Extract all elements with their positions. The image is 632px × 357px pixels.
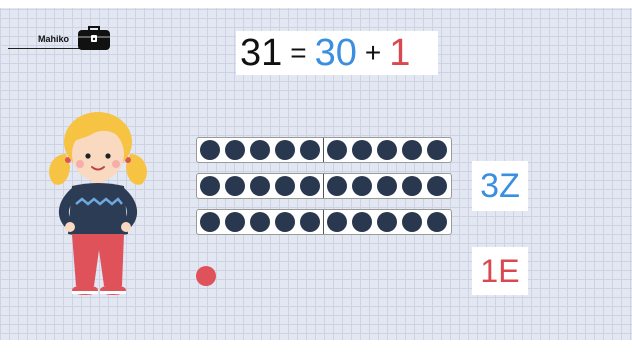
counter-dot bbox=[250, 140, 270, 160]
counter-dot bbox=[327, 140, 347, 160]
ten-frame-row bbox=[196, 173, 452, 199]
plus-sign: + bbox=[365, 31, 381, 75]
equals-sign: = bbox=[290, 31, 306, 75]
counter-dot bbox=[427, 212, 447, 232]
counter-dot bbox=[377, 140, 397, 160]
counter-dot bbox=[200, 176, 220, 196]
counter-dot bbox=[300, 212, 320, 232]
ten-frame-row bbox=[196, 137, 452, 163]
top-margin bbox=[0, 0, 632, 8]
counter-dot bbox=[225, 176, 245, 196]
counter-dot bbox=[250, 176, 270, 196]
counter-dot bbox=[275, 212, 295, 232]
counter-dot bbox=[402, 140, 422, 160]
counter-dot bbox=[300, 176, 320, 196]
ones-card: 1E bbox=[472, 247, 528, 295]
counter-dot bbox=[200, 140, 220, 160]
frame-divider bbox=[323, 210, 324, 234]
counter-dot bbox=[352, 176, 372, 196]
counter-dot bbox=[402, 212, 422, 232]
brand-name: Mahiko bbox=[38, 34, 69, 44]
counter-dot bbox=[377, 212, 397, 232]
counter-dot bbox=[402, 176, 422, 196]
counter-dot bbox=[427, 176, 447, 196]
equation-card: 31 = 30 + 1 bbox=[236, 31, 438, 75]
ten-frame-row bbox=[196, 209, 452, 235]
counter-dot bbox=[275, 140, 295, 160]
brand-logo: Mahiko bbox=[8, 24, 118, 50]
counter-dot bbox=[352, 212, 372, 232]
counter-dot bbox=[327, 212, 347, 232]
counter-dot bbox=[225, 212, 245, 232]
bottom-margin bbox=[0, 340, 632, 357]
equation-tens: 30 bbox=[315, 31, 357, 75]
counter-dot bbox=[200, 212, 220, 232]
frame-divider bbox=[323, 174, 324, 198]
counter-dot bbox=[250, 212, 270, 232]
single-counter-dot bbox=[196, 266, 216, 286]
counter-dot bbox=[275, 176, 295, 196]
counter-dot bbox=[300, 140, 320, 160]
counter-dot bbox=[225, 140, 245, 160]
counter-dot bbox=[377, 176, 397, 196]
toolbox-icon bbox=[76, 24, 112, 52]
girl-illustration bbox=[36, 104, 160, 300]
tens-card: 3Z bbox=[472, 161, 528, 211]
frame-divider bbox=[323, 138, 324, 162]
counter-dot bbox=[427, 140, 447, 160]
equation-total: 31 bbox=[240, 31, 282, 75]
counter-dot bbox=[327, 176, 347, 196]
equation-ones: 1 bbox=[389, 31, 410, 75]
counter-dot bbox=[352, 140, 372, 160]
